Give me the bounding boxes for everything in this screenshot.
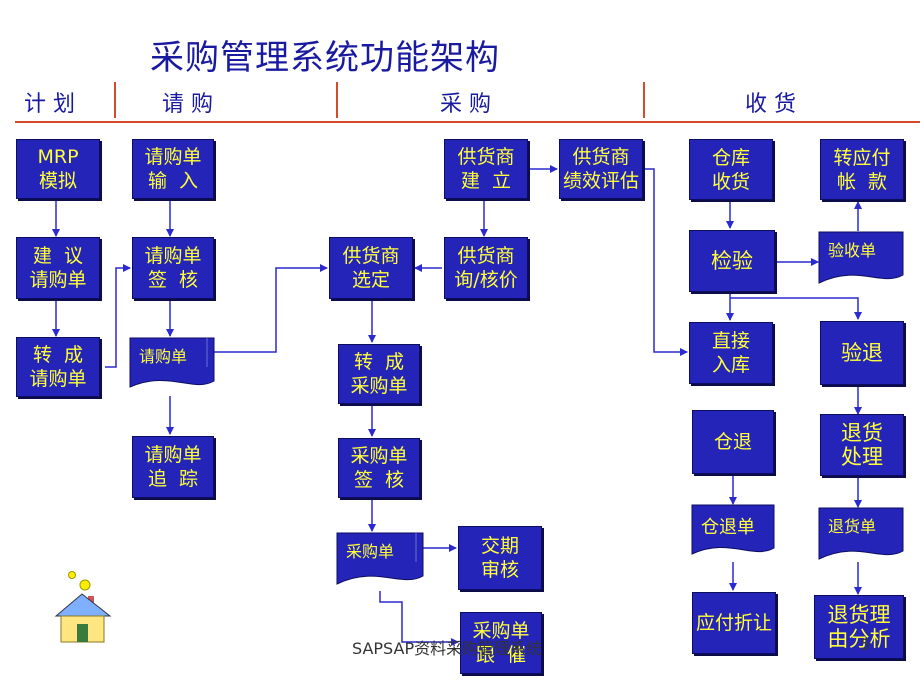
box-vendor-setup: 供货商 建 立 bbox=[444, 139, 528, 199]
phase-separator bbox=[114, 82, 116, 118]
home-icon[interactable] bbox=[52, 570, 116, 646]
box-warehouse-receiving: 仓库 收货 bbox=[689, 139, 773, 200]
doc-receipt-label: 验收单 bbox=[828, 241, 877, 260]
page-number: 5 bbox=[860, 635, 871, 654]
phase-plan: 计 划 bbox=[24, 92, 75, 117]
box-requisition-tracking: 请购单 追 踪 bbox=[132, 436, 214, 498]
box-ap-discount: 应付折让 bbox=[692, 592, 776, 654]
box-vendor-selection: 供货商 选定 bbox=[329, 237, 413, 299]
box-suggested-requisition: 建 议 请购单 bbox=[16, 237, 100, 299]
box-delivery-review: 交期 审核 bbox=[458, 526, 542, 590]
box-inspection-return: 验退 bbox=[820, 321, 904, 385]
box-vendor-evaluation: 供货商 绩效评估 bbox=[559, 139, 643, 199]
box-warehouse-return: 仓退 bbox=[692, 410, 774, 474]
doc-warehouse-return-label: 仓退单 bbox=[701, 517, 755, 538]
doc-purchase-order-label: 采购单 bbox=[346, 542, 395, 561]
doc-requisition-label: 请购单 bbox=[139, 347, 188, 366]
box-po-followup: 采购单 跟 催 bbox=[460, 612, 542, 674]
box-convert-po: 转 成 采购单 bbox=[338, 344, 420, 404]
phase-request: 请 购 bbox=[162, 92, 213, 117]
box-return-reason-analysis: 退货理 由分析 bbox=[814, 595, 904, 659]
phase-purchase: 采 购 bbox=[440, 92, 491, 117]
box-inspection: 检验 bbox=[689, 230, 775, 292]
box-vendor-inquiry: 供货商 询/核价 bbox=[444, 237, 528, 299]
box-po-approval: 采购单 签 核 bbox=[338, 438, 420, 498]
header-divider bbox=[15, 121, 920, 123]
box-direct-stock-in: 直接 入库 bbox=[689, 322, 773, 384]
box-requisition-approval: 请购单 签 核 bbox=[132, 237, 214, 299]
phase-separator bbox=[643, 82, 645, 118]
doc-return-label: 退货单 bbox=[828, 517, 877, 536]
phase-receive: 收 货 bbox=[745, 92, 796, 117]
box-mrp-simulation: MRP 模拟 bbox=[16, 139, 100, 199]
phase-separator bbox=[336, 82, 338, 118]
box-transfer-ap: 转应付 帐 款 bbox=[820, 139, 904, 200]
box-return-processing: 退货 处理 bbox=[820, 414, 904, 476]
footer-text: SAPSAP资料采购管理系统 bbox=[352, 639, 543, 658]
box-convert-requisition: 转 成 请购单 bbox=[16, 337, 100, 397]
box-requisition-input: 请购单 输 入 bbox=[132, 139, 214, 199]
page-title: 采购管理系统功能架构 bbox=[150, 38, 500, 78]
